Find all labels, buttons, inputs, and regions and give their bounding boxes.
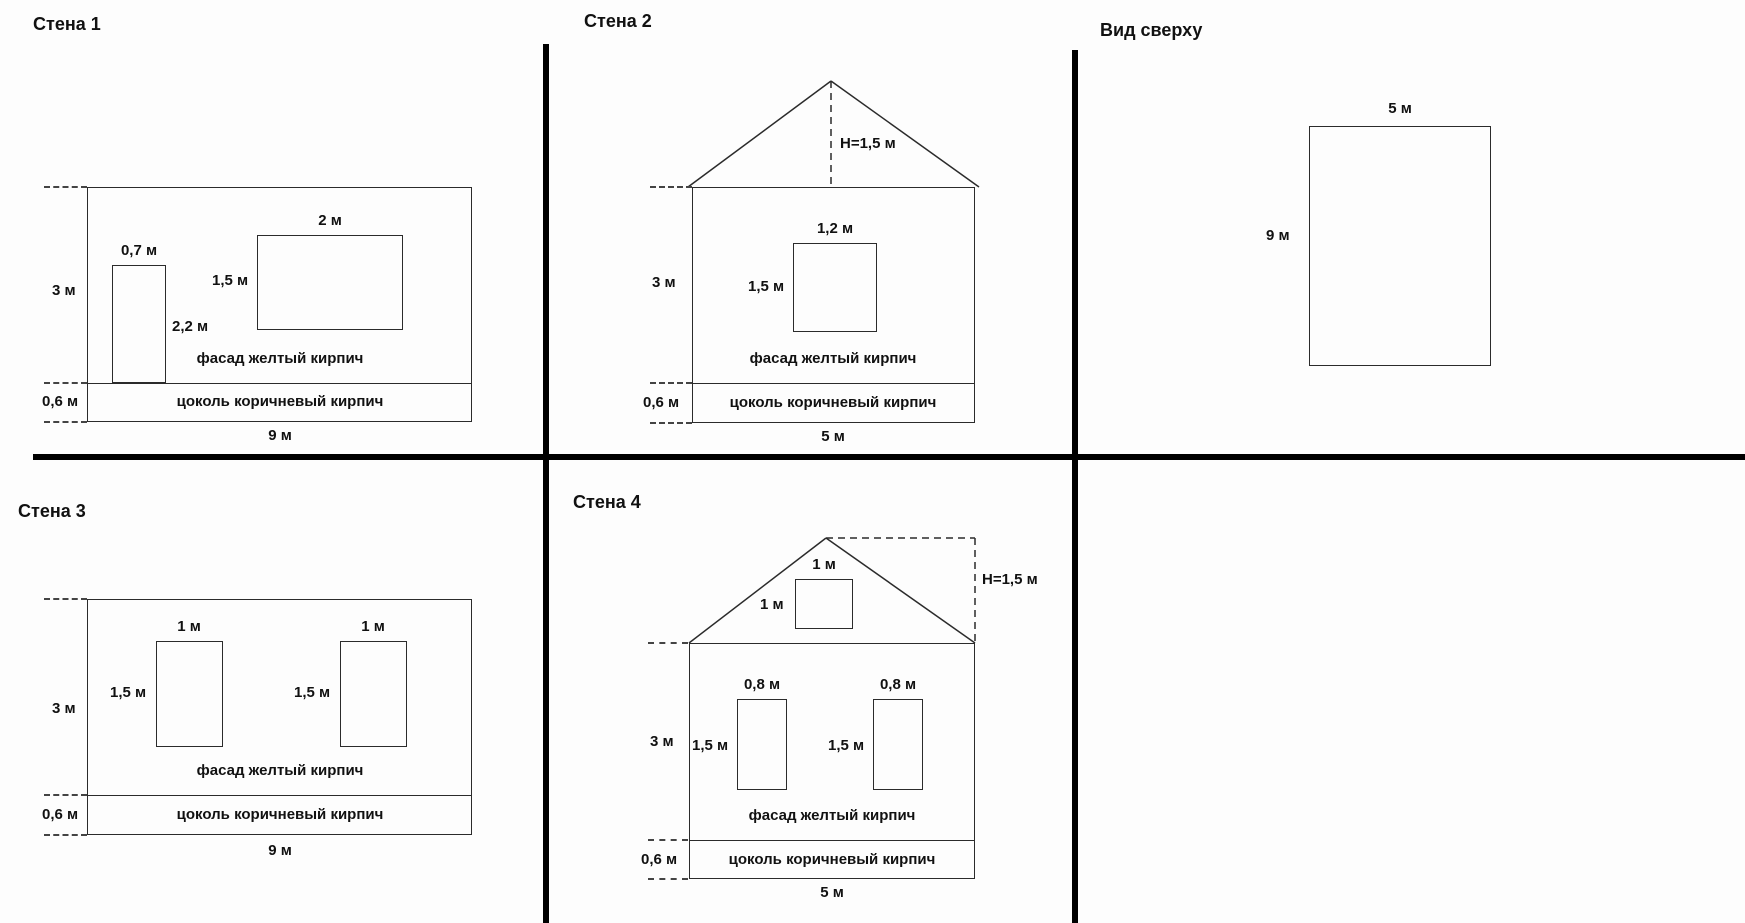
wall4-roof-height-label: H=1,5 м [982, 571, 1038, 588]
wall4-width-label: 5 м [820, 884, 844, 901]
wall3-facade-label: фасад желтый кирпич [196, 762, 364, 779]
wall1-witness-mid [44, 382, 87, 384]
wall1-plinth-height-label: 0,6 м [42, 393, 79, 410]
wall2-witness-top [650, 186, 692, 188]
wall2-height-label: 3 м [652, 274, 676, 291]
divider-horizontal [33, 454, 1745, 460]
wall4-facade-label: фасад желтый кирпич [748, 807, 916, 824]
wall3-window2-height-label: 1,5 м [294, 684, 331, 701]
wall4-title: Стена 4 [573, 492, 641, 512]
wall1-height-label: 3 м [52, 282, 76, 299]
wall2-width-label: 5 м [821, 428, 845, 445]
wall1-width-label: 9 м [268, 427, 292, 444]
top-view-width-label: 5 м [1388, 100, 1412, 117]
wall4-gable-window-width-label: 1 м [812, 556, 836, 573]
wall4-plinth-label: цоколь коричневый кирпич [728, 851, 936, 868]
wall1-facade-label: фасад желтый кирпич [196, 350, 364, 367]
wall3-witness-mid [44, 794, 87, 796]
wall3-window2-width-label: 1 м [361, 618, 385, 635]
wall4-witness-bottom [648, 878, 688, 880]
wall4-witness-top [648, 642, 688, 644]
wall1-title: Стена 1 [33, 14, 101, 34]
wall1-door-height-label: 2,2 м [172, 318, 209, 335]
wall4-window-1 [737, 699, 787, 790]
wall2-window [793, 243, 877, 332]
wall4-witness-mid [648, 839, 688, 841]
wall2-outline [692, 187, 975, 423]
wall3-plinth-height-label: 0,6 м [42, 806, 79, 823]
wall3-title: Стена 3 [18, 501, 86, 521]
wall3-window1-width-label: 1 м [177, 618, 201, 635]
wall4-gable-window [795, 579, 853, 629]
wall2-plinth-height-label: 0,6 м [643, 394, 680, 411]
wall2-window-width-label: 1,2 м [816, 220, 854, 237]
top-view-title: Вид сверху [1100, 20, 1203, 40]
wall3-witness-bottom [44, 834, 87, 836]
wall2-plinth-label: цоколь коричневый кирпич [729, 394, 937, 411]
wall3-witness-top [44, 598, 87, 600]
wall2-roof-outline [687, 80, 980, 188]
wall1-plinth-line [87, 383, 472, 384]
wall4-window1-height-label: 1,5 м [692, 737, 729, 754]
wall3-height-label: 3 м [52, 700, 76, 717]
wall2-window-height-label: 1,5 м [748, 278, 785, 295]
wall4-height-label: 3 м [650, 733, 674, 750]
wall3-window1-height-label: 1,5 м [110, 684, 147, 701]
wall4-plinth-height-label: 0,6 м [641, 851, 678, 868]
wall4-window-2 [873, 699, 923, 790]
wall4-window2-height-label: 1,5 м [828, 737, 865, 754]
wall2-facade-label: фасад желтый кирпич [749, 350, 917, 367]
wall2-plinth-line [692, 383, 975, 384]
wall2-roof-height-label: H=1,5 м [840, 135, 896, 152]
wall1-witness-bottom [44, 421, 87, 423]
wall4-gable-window-height-label: 1 м [760, 596, 784, 613]
wall3-window-1 [156, 641, 223, 747]
wall1-door-width-label: 0,7 м [120, 242, 158, 259]
wall2-witness-bottom [650, 422, 692, 424]
wall1-outline [87, 187, 472, 422]
wall3-window-2 [340, 641, 407, 747]
top-view-depth-label: 9 м [1266, 227, 1290, 244]
wall1-window-width-label: 2 м [318, 212, 342, 229]
wall3-plinth-line [87, 795, 472, 796]
wall4-outline [689, 643, 975, 879]
wall3-plinth-label: цоколь коричневый кирпич [176, 806, 384, 823]
wall4-window1-width-label: 0,8 м [743, 676, 781, 693]
wall1-window [257, 235, 403, 330]
top-view-outline [1309, 126, 1491, 366]
wall1-witness-top [44, 186, 87, 188]
wall4-roof-outline [688, 537, 976, 644]
wall4-plinth-line [689, 840, 975, 841]
wall3-outline [87, 599, 472, 835]
wall3-width-label: 9 м [268, 842, 292, 859]
wall1-door [112, 265, 166, 383]
wall2-witness-mid [650, 382, 692, 384]
divider-vertical-1 [543, 44, 549, 923]
divider-vertical-2 [1072, 50, 1078, 923]
wall4-window2-width-label: 0,8 м [879, 676, 917, 693]
wall1-window-height-label: 1,5 м [212, 272, 249, 289]
wall1-plinth-label: цоколь коричневый кирпич [176, 393, 384, 410]
wall2-title: Стена 2 [584, 11, 652, 31]
